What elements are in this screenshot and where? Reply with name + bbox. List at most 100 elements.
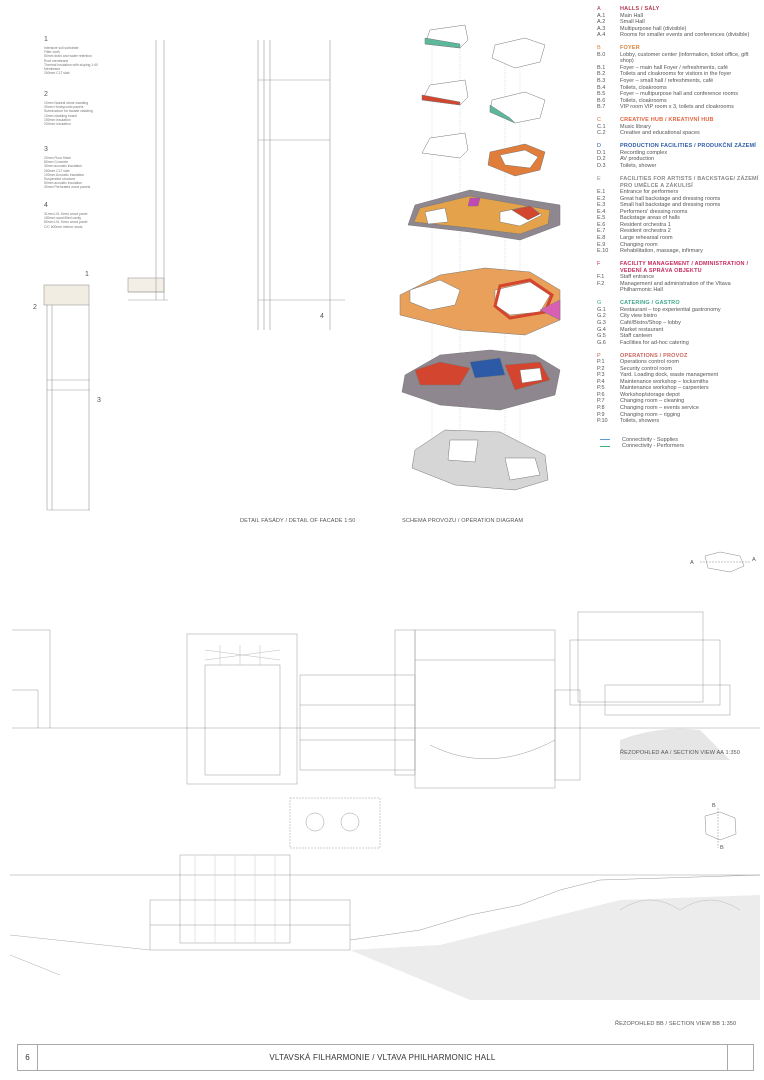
legend-key: P xyxy=(597,352,601,359)
legend-item-label: Creative and educational spaces xyxy=(620,130,700,137)
legend-key: D xyxy=(597,143,601,150)
layer-note: 80mm LVL Kerto wood panel xyxy=(44,220,88,225)
legend-item-code: P.9 xyxy=(597,411,605,418)
legend-item-label: Small hall backstage and dressing rooms xyxy=(620,202,721,209)
legend-item-code: D.2 xyxy=(597,156,606,163)
layer-note: Intensive soil substrate xyxy=(44,46,79,50)
legend-item-label: Foyer – small hall / refreshments, café xyxy=(620,77,714,84)
legend-item-label: Recording complex xyxy=(620,149,668,156)
layer-note: 30mm Perforated wood panels xyxy=(44,185,91,190)
operation-diagram xyxy=(399,24,561,491)
legend-item-code: B.1 xyxy=(597,64,606,71)
legend-item-label: VIP room VIP room x 3, toilets and cloak… xyxy=(620,104,734,111)
legend-item-label: Toilets, showers xyxy=(620,418,660,425)
legend-item-code: E.8 xyxy=(597,234,606,241)
legend-item-code: B.0 xyxy=(597,51,606,58)
legend-item-code: C.1 xyxy=(597,123,606,130)
level-c-1 xyxy=(421,132,469,159)
legend-item-label: Staff canteen xyxy=(620,333,653,340)
section-bb-caption: ŘEZOPOHLED BB / SECTION VIEW BB 1:350 xyxy=(615,1021,737,1027)
legend-item-label: Yard. Loading dock, waste management xyxy=(620,372,719,379)
facade-detail-drawing xyxy=(43,40,345,511)
layer-note: 180mm sand filled cavity xyxy=(44,216,82,221)
legend-item-code: E.4 xyxy=(597,208,606,215)
legend-item-code: B.6 xyxy=(597,97,606,104)
title-block-blank-cell xyxy=(727,1045,753,1070)
legend-item-label: Backstage areas of halls xyxy=(620,215,680,222)
section-aa-drawing xyxy=(12,611,760,849)
legend-key: C xyxy=(597,117,601,124)
legend-item-label: Great hall backstage and dressing rooms xyxy=(620,195,721,202)
layer-note: 260mm CLT slab xyxy=(44,168,70,173)
legend-item: D.2 AV production xyxy=(597,156,762,163)
legend-item: B.3 Foyer – small hall / refreshments, ca… xyxy=(597,78,762,85)
legend-item-code: A.4 xyxy=(597,32,606,39)
connectivity-item: Connectivity - Supplies xyxy=(597,437,762,444)
legend-item-label: Restaurant – top experiential gastronomy xyxy=(620,306,721,313)
legend-item-label: AV production xyxy=(620,156,655,163)
legend-item-label: Café/Bistro/Shop – lobby xyxy=(620,319,681,326)
facade-caption: DETAIL FASÁDY / DETAIL OF FACADE 1:50 xyxy=(240,518,356,524)
key-label-a-left: A xyxy=(690,560,694,566)
legend-item-code: G.3 xyxy=(597,319,606,326)
legend-item-label: Performers' dressing rooms xyxy=(620,208,688,215)
legend-item-label: Lobby, customer center (information, tic… xyxy=(620,51,749,65)
legend-item-code: B.3 xyxy=(597,77,606,84)
legend-item: G.3 Café/Bistro/Shop – lobby xyxy=(597,320,762,327)
section-bb-keyplan xyxy=(704,808,737,848)
legend-item-code: E.1 xyxy=(597,189,606,196)
level-b-2 xyxy=(489,91,546,124)
legend-item-code: B.7 xyxy=(597,104,606,111)
section-aa-caption: ŘEZOPOHLED AA / SECTION VIEW AA 1:350 xyxy=(620,750,740,756)
layer-note: 80mm Concrete xyxy=(44,160,69,165)
legend-item-label: City view bistro xyxy=(620,313,657,320)
legend-heading: D PRODUCTION FACILITIES / PRODUKČNÍ ZÁZEM… xyxy=(597,143,762,150)
layer-note: 50mm acoustic insulation xyxy=(44,181,83,186)
legend-item-label: Workshop/storage depot xyxy=(620,391,680,398)
key-label-a-right: A xyxy=(752,557,756,563)
legend-item-label: Changing room – cleaning xyxy=(620,398,685,405)
layer-note: Thermal insulation with sloping 1:40 xyxy=(44,62,98,67)
legend-item-label: Toilets, shower xyxy=(620,162,657,169)
legend-item-label: Toilets, cloakrooms xyxy=(620,84,667,91)
legend-title: OPERATIONS / PROVOZ xyxy=(620,352,688,359)
marker-3: 3 xyxy=(97,397,101,404)
key-label-b-top: B xyxy=(712,803,716,809)
layer-note: 30mm Honeycomb panels xyxy=(44,105,84,110)
layer-note: 31mm LVL Kerto wood panel xyxy=(44,212,88,216)
legend-heading: P OPERATIONS / PROVOZ xyxy=(597,353,762,360)
legend-item-code: G.6 xyxy=(597,339,606,346)
legend-item-label: Multipurpose hall (divisible) xyxy=(620,25,687,32)
legend-item-code: A.2 xyxy=(597,19,606,26)
legend-item-code: D.1 xyxy=(597,149,606,156)
legend-title: FACILITIES FOR ARTISTS / BACKSTAGE/ ZÁZE… xyxy=(620,176,759,189)
legend-group-d: D PRODUCTION FACILITIES / PRODUKČNÍ ZÁZEM… xyxy=(597,143,762,169)
layer-note: Filter cloth xyxy=(44,50,60,55)
connectivity-label: Connectivity - Performers xyxy=(622,443,685,450)
legend-title: PRODUCTION FACILITIES / PRODUKČNÍ ZÁZEMÍ xyxy=(620,143,757,150)
